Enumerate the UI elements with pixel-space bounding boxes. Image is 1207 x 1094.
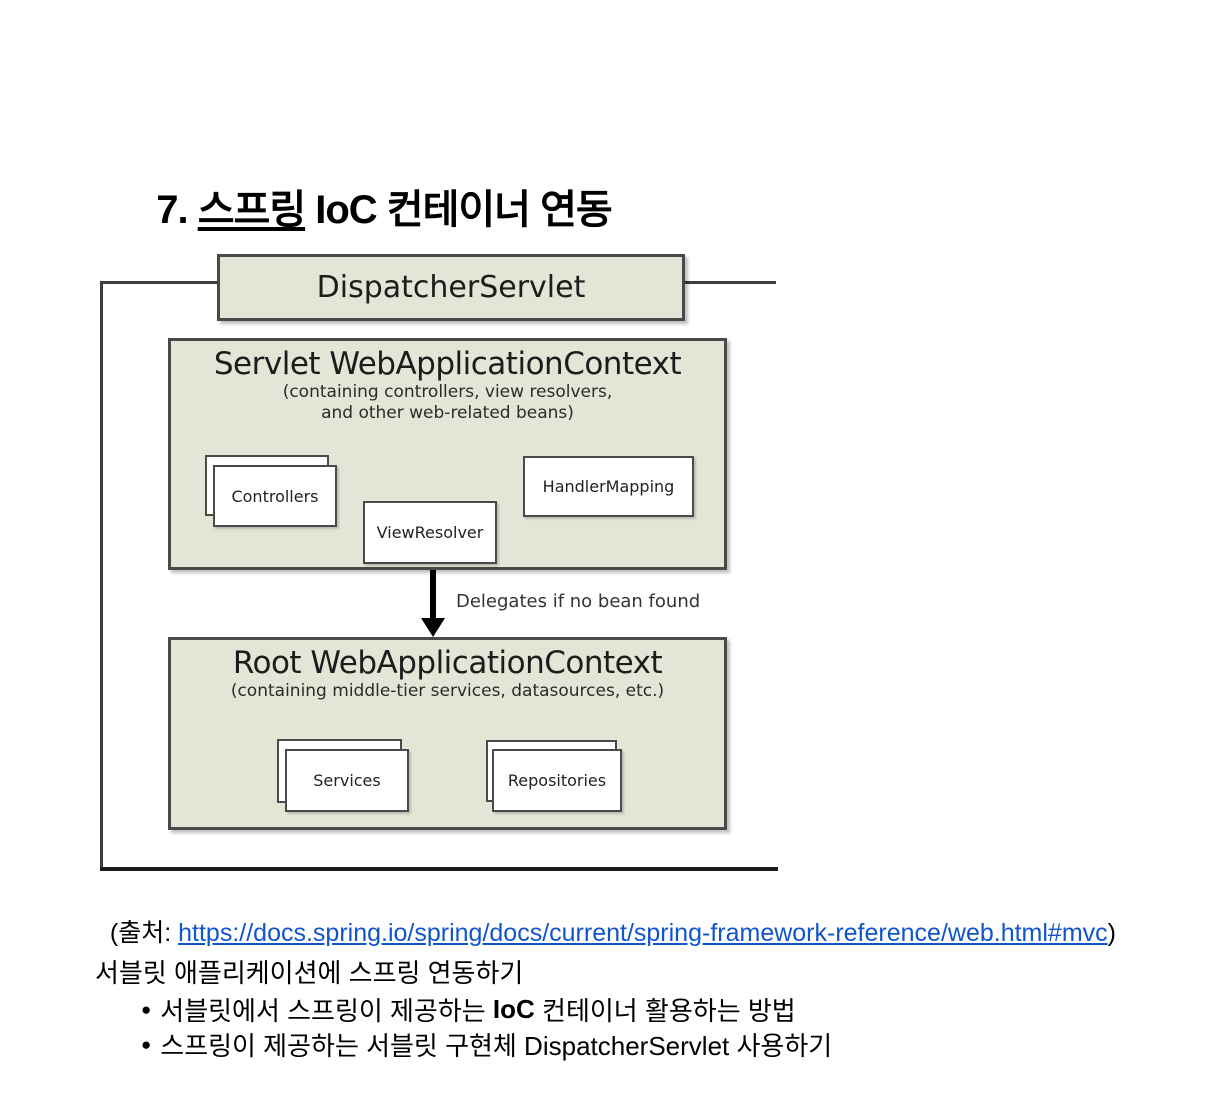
bullet-icon: ● <box>141 1000 152 1019</box>
dispatcher-servlet-label: DispatcherServlet <box>316 270 586 305</box>
handlermapping-box: HandlerMapping <box>523 456 694 517</box>
diagram-frame-bottom-line <box>100 867 778 871</box>
handlermapping-label: HandlerMapping <box>542 477 675 496</box>
title-rest: IoC 컨테이너 연동 <box>305 188 612 232</box>
dispatcher-servlet-box: DispatcherServlet <box>217 254 685 321</box>
delegates-arrow-label: Delegates if no bean found <box>456 591 701 612</box>
root-context-subtitle: (containing middle-tier services, dataso… <box>230 681 665 701</box>
servlet-context-title: Servlet WebApplicationContext <box>213 346 682 382</box>
delegates-arrow-shaft <box>430 570 436 624</box>
controllers-label: Controllers <box>231 486 319 506</box>
root-webapplicationcontext-box: Root WebApplicationContext (containing m… <box>168 637 727 830</box>
bullet-1-text-pre: 서블릿에서 스프링이 제공하는 <box>160 996 493 1026</box>
title-underlined-word: 스프링 <box>197 188 306 232</box>
services-label: Services <box>313 771 381 790</box>
source-link[interactable]: https://docs.spring.io/spring/docs/curre… <box>178 919 1108 947</box>
bullet-1-text-post: 컨테이너 활용하는 방법 <box>534 996 796 1026</box>
repositories-box: Repositories <box>492 749 622 812</box>
servlet-context-subtitle-line1: (containing controllers, view resolvers, <box>282 382 613 402</box>
controllers-box: Controllers <box>213 465 337 527</box>
viewresolver-label: ViewResolver <box>376 523 484 542</box>
bullet-1-text-bold: IoC <box>492 994 535 1024</box>
title-number: 7. <box>156 188 198 232</box>
intro-line: 서블릿 애플리케이션에 스프링 연동하기 <box>95 958 524 988</box>
bullet-item-1: ● 서블릿에서 스프링이 제공하는 IoC 컨테이너 활용하는 방법 <box>141 991 796 1028</box>
source-suffix: ) <box>1107 919 1116 947</box>
bullet-2-text-pre: 스프링이 제공하는 서블릿 구현체 DispatcherServlet 사용하기 <box>160 1031 833 1061</box>
diagram-frame-left-line <box>100 281 103 871</box>
page-title: 7. 스프링 IoC 컨테이너 연동 <box>136 132 612 235</box>
bullet-icon: ● <box>141 1035 152 1054</box>
delegates-arrow-head-icon <box>421 618 445 637</box>
servlet-context-subtitle-line2: and other web-related beans) <box>321 403 574 423</box>
services-box: Services <box>285 749 409 812</box>
source-prefix: (출처: <box>109 919 179 947</box>
repositories-label: Repositories <box>507 771 607 790</box>
servlet-webapplicationcontext-box: Servlet WebApplicationContext (containin… <box>168 338 727 570</box>
viewresolver-box: ViewResolver <box>363 501 497 564</box>
source-citation: (출처: https://docs.spring.io/spring/docs/… <box>96 884 1116 949</box>
root-context-title: Root WebApplicationContext <box>232 645 663 681</box>
bullet-item-2: ● 스프링이 제공하는 서블릿 구현체 DispatcherServlet 사용… <box>141 1026 832 1063</box>
